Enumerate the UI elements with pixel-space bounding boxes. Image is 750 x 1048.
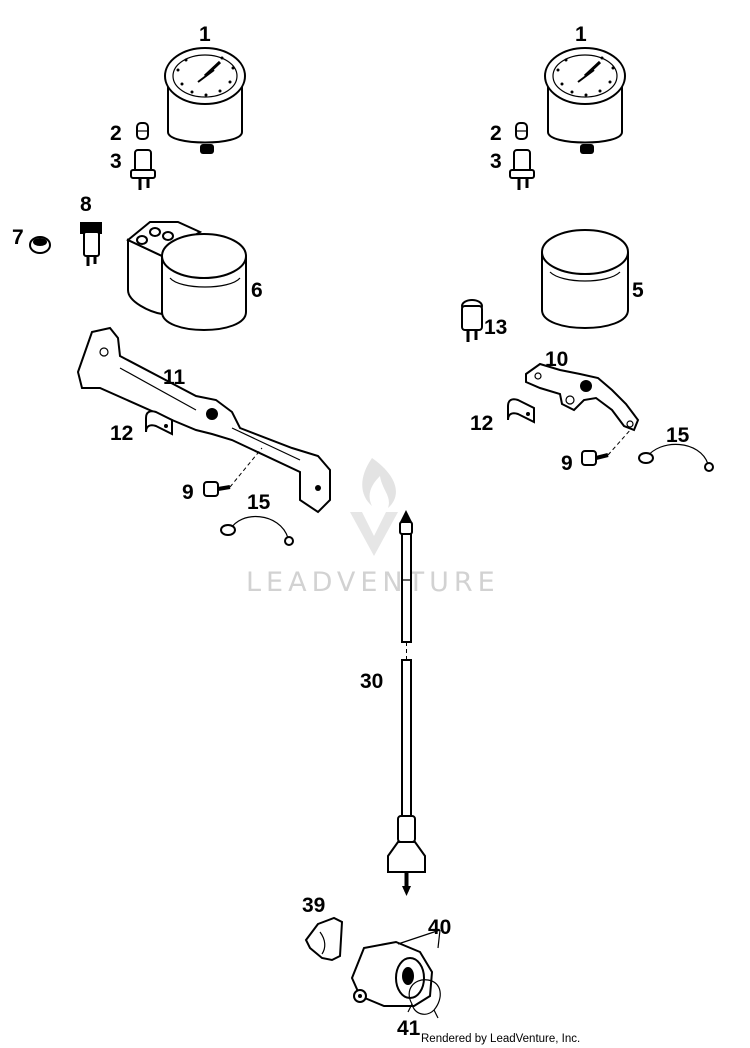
callout-9-right: 9 bbox=[561, 452, 573, 475]
callout-11: 11 bbox=[163, 366, 186, 389]
gauge-left bbox=[164, 47, 246, 154]
callout-30: 30 bbox=[360, 670, 383, 693]
callout-9-left: 9 bbox=[182, 481, 194, 504]
gauge-cup-right bbox=[541, 229, 629, 329]
circlip bbox=[407, 979, 441, 1019]
screw-right bbox=[581, 427, 633, 466]
callout-8: 8 bbox=[80, 193, 92, 216]
callout-39: 39 bbox=[302, 894, 325, 917]
callout-1-left: 1 bbox=[199, 23, 211, 46]
callout-2-left: 2 bbox=[110, 122, 122, 145]
bulb-socket-left bbox=[130, 149, 156, 190]
bulb-right bbox=[515, 122, 528, 140]
watermark-text: LEADVENTURE bbox=[246, 567, 500, 598]
callout-2-right: 2 bbox=[490, 122, 502, 145]
callout-5: 5 bbox=[632, 279, 644, 302]
indicator-lamp bbox=[461, 299, 483, 342]
drive-clip bbox=[304, 916, 344, 962]
cable-strap-right bbox=[638, 443, 714, 472]
callout-10: 10 bbox=[545, 348, 568, 371]
callout-12-left: 12 bbox=[110, 422, 133, 445]
plug-cap bbox=[29, 236, 51, 254]
callout-15-right: 15 bbox=[666, 424, 690, 447]
bulb-socket-right bbox=[509, 149, 535, 190]
render-credit: Rendered by LeadVenture, Inc. bbox=[421, 1033, 580, 1045]
indicator-switch bbox=[80, 222, 102, 266]
gauge-cup-left bbox=[126, 221, 247, 331]
callout-40: 40 bbox=[428, 916, 451, 939]
callout-6: 6 bbox=[251, 279, 263, 302]
callout-7: 7 bbox=[12, 226, 24, 249]
callout-15-left: 15 bbox=[247, 491, 271, 514]
bulb-left bbox=[136, 122, 149, 140]
callout-3-right: 3 bbox=[490, 150, 502, 173]
callout-1-right: 1 bbox=[575, 23, 587, 46]
callout-13: 13 bbox=[484, 316, 507, 339]
speedometer-cable bbox=[387, 510, 426, 896]
leadventure-watermark: LEADVENTURE bbox=[246, 458, 500, 598]
callout-12-right: 12 bbox=[470, 412, 493, 435]
clamp-right bbox=[507, 398, 535, 424]
mounting-bracket-right bbox=[525, 362, 640, 432]
clamp-left bbox=[145, 410, 173, 436]
speedo-drive-unit bbox=[350, 929, 441, 1007]
callout-3-left: 3 bbox=[110, 150, 122, 173]
gauge-right bbox=[544, 47, 626, 154]
cable-strap-left bbox=[220, 516, 294, 546]
callout-41: 41 bbox=[397, 1017, 421, 1040]
mounting-bracket-left bbox=[76, 326, 331, 514]
screw-left bbox=[203, 447, 263, 497]
